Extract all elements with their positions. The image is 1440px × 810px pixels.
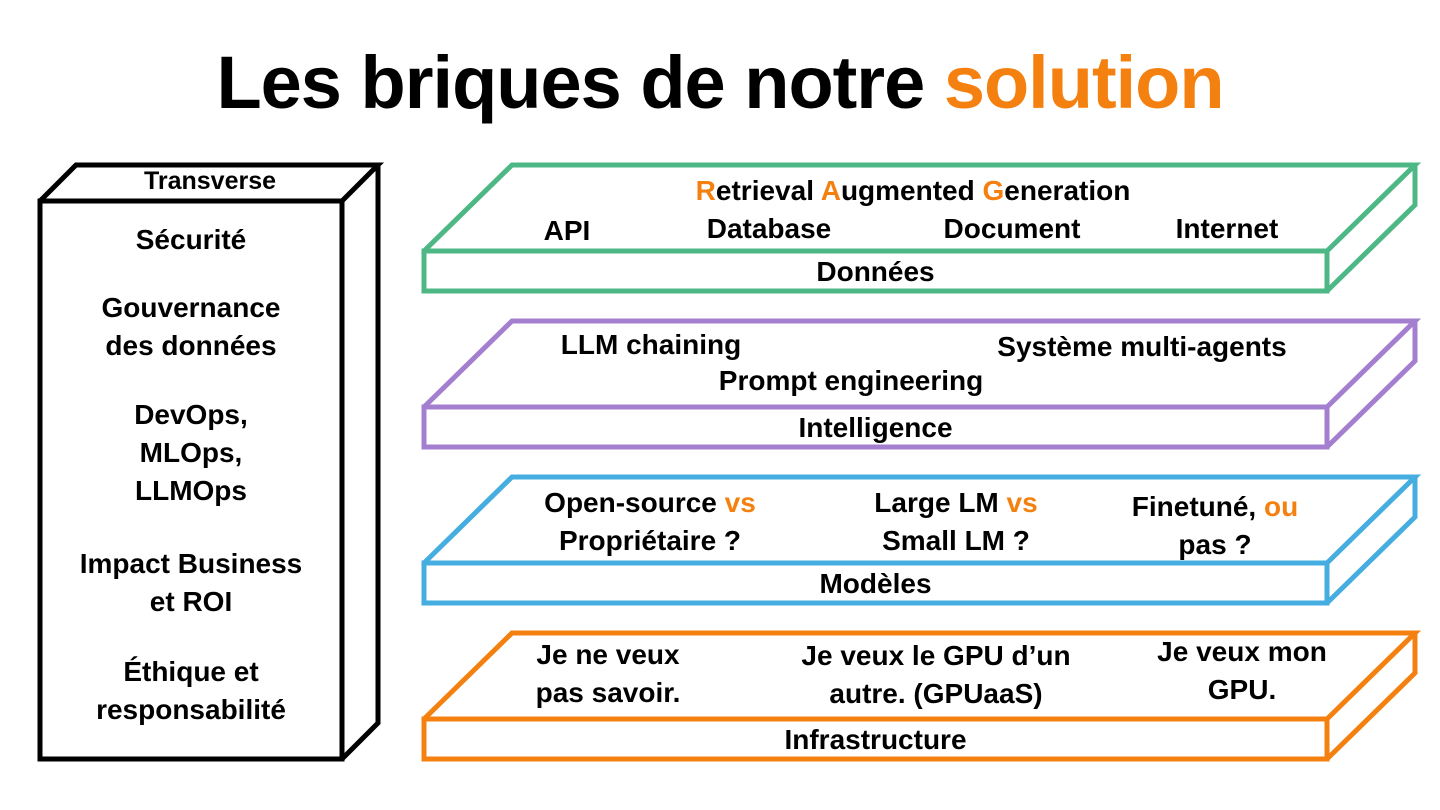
option-line: pas savoir. [535, 677, 681, 708]
transverse-item-ops: DevOps, MLOps, LLMOps [40, 396, 342, 510]
rag-word-rest: eneration [1004, 175, 1131, 206]
transverse-item-line: Gouvernance [101, 292, 281, 323]
rag-word-rest: ugmented [840, 175, 983, 206]
layer-donnees-slab [421, 162, 1422, 294]
donnees-item-document: Document [943, 213, 1081, 244]
page-title: Les briques de notre solution [0, 38, 1440, 128]
transverse-item-gouvernance: Gouvernance des données [40, 289, 342, 365]
infra-option-ne-pas-savoir: Je ne veux pas savoir. [488, 636, 728, 712]
modeles-question-finetune: Finetuné, ou pas ? [1095, 488, 1335, 564]
question-text: Large LM [874, 487, 1007, 518]
vs-word: vs [724, 487, 756, 518]
layer-modeles-label: Modèles [819, 568, 932, 599]
layer-intelligence-slab [421, 318, 1422, 450]
modeles-question-open-source: Open-source vs Propriétaire ? [495, 484, 805, 560]
transverse-item-line: MLOps, [139, 437, 243, 468]
option-line: autre. (GPUaaS) [829, 678, 1043, 709]
question-text: Finetuné, [1131, 491, 1264, 522]
donnees-item-api: API [543, 215, 591, 246]
vs-word: vs [1006, 487, 1038, 518]
ou-word: ou [1264, 491, 1299, 522]
transverse-header: Transverse [143, 167, 277, 195]
transverse-item-line: Impact Business [79, 548, 303, 579]
question-line: pas ? [1178, 529, 1252, 560]
layer-donnees-label: Données [816, 256, 935, 287]
intelligence-item-prompt-engineering: Prompt engineering [718, 365, 984, 396]
question-line: Propriétaire ? [558, 525, 742, 556]
question-text: Open-source [544, 487, 725, 518]
transverse-item-line: DevOps, [134, 399, 248, 430]
option-line: Je veux le GPU d’un [801, 640, 1071, 671]
transverse-item-line: et ROI [149, 586, 233, 617]
layer-infrastructure-slab [421, 630, 1422, 762]
donnees-item-database: Database [706, 213, 832, 244]
layer-modeles-slab [421, 474, 1422, 606]
rag-letter-r: R [695, 175, 716, 206]
transverse-item-line: Sécurité [135, 224, 247, 255]
question-line: Open-source vs [495, 484, 805, 522]
question-line: Finetuné, ou [1095, 488, 1335, 526]
modeles-question-large-small: Large LM vs Small LM ? [826, 484, 1086, 560]
transverse-item-line: des données [105, 330, 277, 361]
rag-letter-g: G [982, 175, 1005, 206]
infra-option-mon-gpu: Je veux mon GPU. [1122, 633, 1362, 709]
layer-intelligence-label: Intelligence [798, 412, 953, 443]
layer-infrastructure-label: Infrastructure [784, 724, 967, 755]
intelligence-item-llm-chaining: LLM chaining [560, 329, 742, 360]
intelligence-item-multi-agents: Système multi-agents [997, 331, 1287, 362]
option-line: Je ne veux [536, 639, 680, 670]
transverse-item-impact: Impact Business et ROI [40, 545, 342, 621]
transverse-item-line: Éthique et [123, 656, 259, 687]
rag-word-rest: etrieval [715, 175, 821, 206]
title-accent: solution [943, 41, 1225, 124]
transverse-box [37, 162, 385, 762]
infra-option-gpuaas: Je veux le GPU d’un autre. (GPUaaS) [766, 637, 1106, 713]
rag-title: Retrieval Augmented Generation [600, 172, 1226, 210]
option-line: GPU. [1207, 674, 1277, 705]
question-line: Small LM ? [882, 525, 1030, 556]
transverse-item-line: responsabilité [96, 694, 286, 725]
donnees-item-internet: Internet [1175, 213, 1279, 244]
option-line: Je veux mon [1157, 636, 1327, 667]
rag-letter-a: A [820, 175, 841, 206]
question-line: Large LM vs [826, 484, 1086, 522]
transverse-item-line: LLMOps [135, 475, 247, 506]
title-main: Les briques de notre [216, 41, 944, 124]
transverse-item-securite: Sécurité [40, 221, 342, 259]
transverse-item-ethique: Éthique et responsabilité [40, 653, 342, 729]
